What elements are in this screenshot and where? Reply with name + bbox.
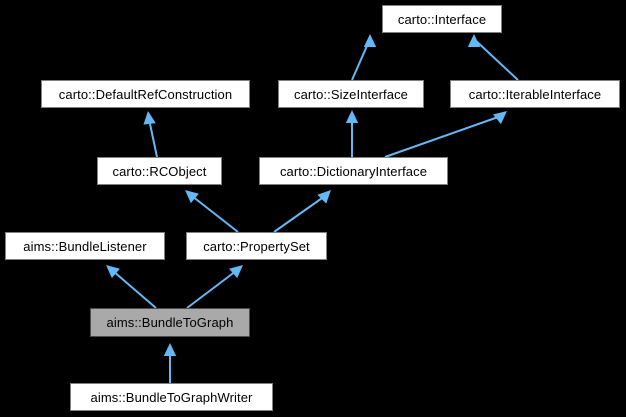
- node-label: carto::DefaultRefConstruction: [58, 86, 233, 102]
- e-dict-iterable: [384, 115, 502, 158]
- e-btg-propertyset: [186, 270, 237, 309]
- node-label: carto::Interface: [397, 11, 487, 27]
- e-propertyset-dict: [273, 195, 326, 233]
- e-rcobject-defaultref-arrowhead: [143, 111, 156, 125]
- e-dict-size-arrowhead: [345, 110, 359, 123]
- e-btg-listener-arrowhead: [106, 265, 120, 279]
- node-carto-interface[interactable]: carto::Interface: [382, 5, 502, 33]
- e-btg-listener: [112, 270, 157, 309]
- node-label: carto::DictionaryInterface: [279, 163, 428, 179]
- node-aims-bundletographwriter[interactable]: aims::BundleToGraphWriter: [70, 383, 273, 411]
- node-label: aims::BundleListener: [23, 238, 147, 254]
- e-iterable-interface-arrowhead: [467, 34, 481, 47]
- e-propertyset-rcobject: [191, 195, 239, 233]
- e-writer-btg-arrowhead: [163, 343, 177, 356]
- e-dict-iterable-arrowhead: [493, 111, 507, 125]
- node-carto-propertyset[interactable]: carto::PropertySet: [186, 232, 327, 260]
- node-carto-rcobject[interactable]: carto::RCObject: [97, 157, 222, 185]
- node-carto-iterableinterface[interactable]: carto::IterableInterface: [450, 80, 620, 108]
- e-btg-propertyset-arrowhead: [229, 265, 243, 279]
- node-label: carto::RCObject: [112, 163, 207, 179]
- node-carto-sizeinterface[interactable]: carto::SizeInterface: [278, 80, 424, 108]
- node-label: aims::BundleToGraph: [106, 315, 234, 330]
- e-iterable-interface: [473, 38, 519, 81]
- e-size-interface-arrowhead: [363, 34, 377, 47]
- node-carto-defaultrefconstruction[interactable]: carto::DefaultRefConstruction: [41, 80, 250, 108]
- e-propertyset-dict-arrowhead: [317, 190, 331, 204]
- node-carto-dictionaryinterface[interactable]: carto::DictionaryInterface: [259, 157, 448, 185]
- node-aims-bundletograph[interactable]: aims::BundleToGraph: [90, 308, 250, 337]
- node-label: aims::BundleToGraphWriter: [90, 389, 253, 405]
- node-label: carto::IterableInterface: [468, 86, 602, 102]
- e-propertyset-rcobject-arrowhead: [185, 190, 199, 204]
- node-aims-bundlelistener[interactable]: aims::BundleListener: [5, 232, 165, 260]
- node-label: carto::SizeInterface: [294, 86, 408, 102]
- e-rcobject-defaultref: [148, 118, 158, 158]
- node-label: carto::PropertySet: [203, 238, 310, 254]
